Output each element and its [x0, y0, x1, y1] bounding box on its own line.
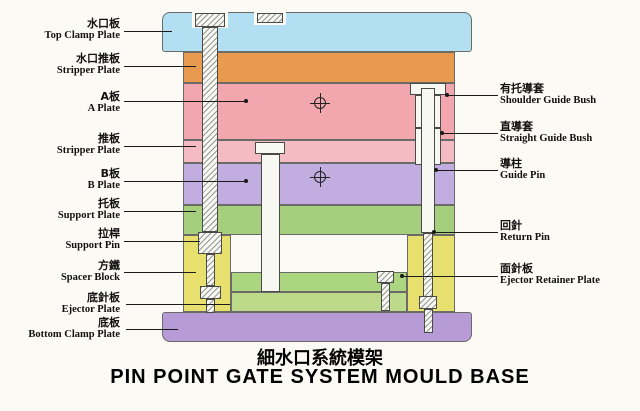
leader-line: [124, 101, 248, 102]
leader-line: [124, 211, 196, 212]
support-pin-foot: [200, 286, 221, 299]
leader-line: [124, 146, 196, 147]
support-pin-head: [195, 13, 225, 27]
anchor-bolt: [424, 309, 433, 333]
leader-line: [124, 66, 196, 67]
leader-dot: [445, 93, 449, 97]
leader-dot: [400, 274, 404, 278]
sprue-puller-screw-head: [257, 13, 283, 23]
diagram-title-english: PIN POINT GATE SYSTEM MOULD BASE: [110, 366, 530, 388]
plate-bottom-clamp: [162, 312, 472, 342]
leader-dot: [432, 230, 436, 234]
leader-line: [124, 272, 196, 273]
leader-line: [403, 276, 498, 277]
return-pin-shaft: [423, 233, 433, 298]
center-pin-head: [255, 142, 285, 154]
leader-line: [437, 170, 498, 171]
leader-dot: [244, 179, 248, 183]
leader-line: [124, 31, 172, 32]
support-pin-shaft: [202, 27, 218, 232]
leader-line: [435, 232, 498, 233]
support-pin-lower: [206, 254, 215, 286]
centerline-ring: [314, 97, 326, 109]
leader-line: [124, 241, 200, 242]
ejector-screw-head: [377, 271, 394, 283]
return-pin-foot: [419, 296, 437, 309]
support-pin-stem: [206, 299, 215, 313]
plate-runner-stripper: [183, 52, 455, 83]
leader-dot: [440, 131, 444, 135]
leader-dot: [434, 168, 438, 172]
leader-line: [126, 304, 230, 305]
plate-a: [183, 83, 455, 140]
ejector-screw-shaft: [381, 283, 390, 311]
centerline-symbol-lower: [310, 167, 330, 187]
guide-pin: [421, 88, 435, 233]
leader-line: [443, 133, 498, 134]
plate-support: [183, 205, 455, 235]
diagram-title-chinese: 細水口系統模架: [257, 348, 383, 369]
centerline-symbol-upper: [310, 93, 330, 113]
plate-ejector: [231, 292, 407, 312]
leader-line: [448, 95, 498, 96]
center-pin-shaft: [261, 154, 280, 292]
centerline-ring: [314, 171, 326, 183]
plate-b: [183, 163, 455, 205]
leader-dot: [244, 99, 248, 103]
support-pin-coupling: [198, 232, 222, 254]
plate-stripper: [183, 140, 455, 163]
leader-line: [126, 329, 178, 330]
leader-line: [124, 181, 248, 182]
